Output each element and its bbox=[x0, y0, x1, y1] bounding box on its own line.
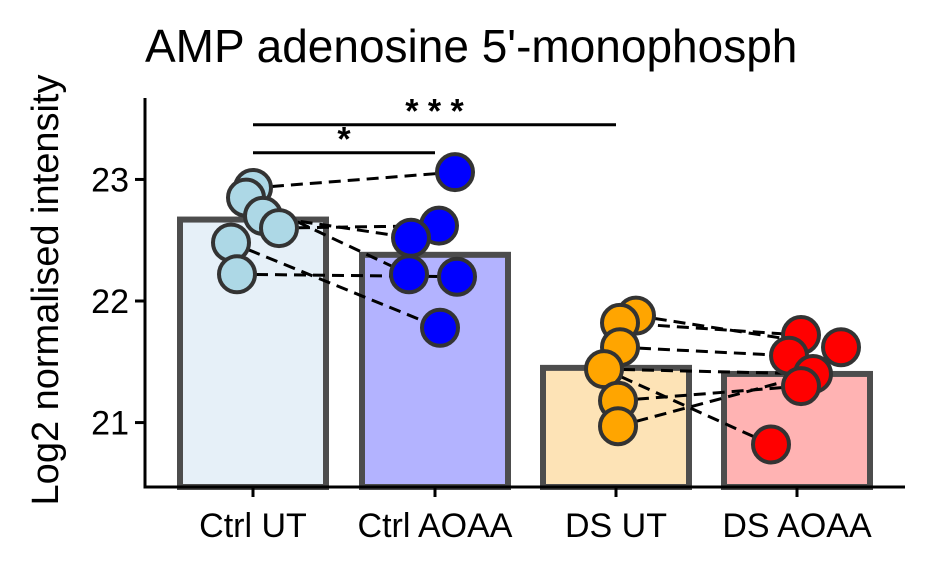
paired-line bbox=[617, 384, 802, 403]
data-point-ds-aoaa bbox=[781, 366, 821, 407]
paired-line bbox=[603, 367, 772, 446]
chart-title: AMP adenosine 5'-monophosph bbox=[145, 20, 797, 72]
data-point-ctrl-aoaa bbox=[420, 307, 460, 348]
y-tick-label: 23 bbox=[91, 161, 129, 199]
significance-layer: * * * * bbox=[253, 93, 616, 159]
data-point-ctrl-aoaa bbox=[389, 254, 429, 295]
paired-line bbox=[252, 170, 456, 190]
points-layer bbox=[211, 152, 861, 465]
data-point-ctrl-ut bbox=[217, 254, 257, 295]
x-tick-label: Ctrl AOAA bbox=[358, 507, 513, 545]
x-tick-label: DS AOAA bbox=[722, 507, 872, 545]
paired-line bbox=[617, 372, 814, 428]
data-point-ds-ut bbox=[598, 406, 638, 447]
y-tick-label: 21 bbox=[91, 405, 129, 443]
y-axis-label: Log2 normalised intensity bbox=[25, 75, 67, 506]
x-tick-label: DS UT bbox=[565, 507, 667, 545]
paired-line bbox=[619, 345, 790, 358]
significance-label: * bbox=[337, 121, 351, 159]
data-point-ds-aoaa bbox=[821, 327, 861, 368]
y-tick-label: 22 bbox=[91, 283, 129, 321]
data-point-ctrl-aoaa bbox=[435, 152, 475, 193]
data-point-ctrl-ut bbox=[259, 208, 299, 249]
x-tick-label: Ctrl UT bbox=[199, 507, 307, 545]
paired-line bbox=[603, 367, 814, 376]
bar-ctrl-ut bbox=[177, 216, 329, 490]
data-point-ds-aoaa bbox=[751, 424, 791, 465]
significance-label: * * * bbox=[405, 93, 464, 131]
bar-ctrl-aoaa bbox=[359, 251, 511, 490]
data-point-ctrl-aoaa bbox=[437, 256, 477, 297]
data-point-ctrl-aoaa bbox=[391, 217, 431, 258]
